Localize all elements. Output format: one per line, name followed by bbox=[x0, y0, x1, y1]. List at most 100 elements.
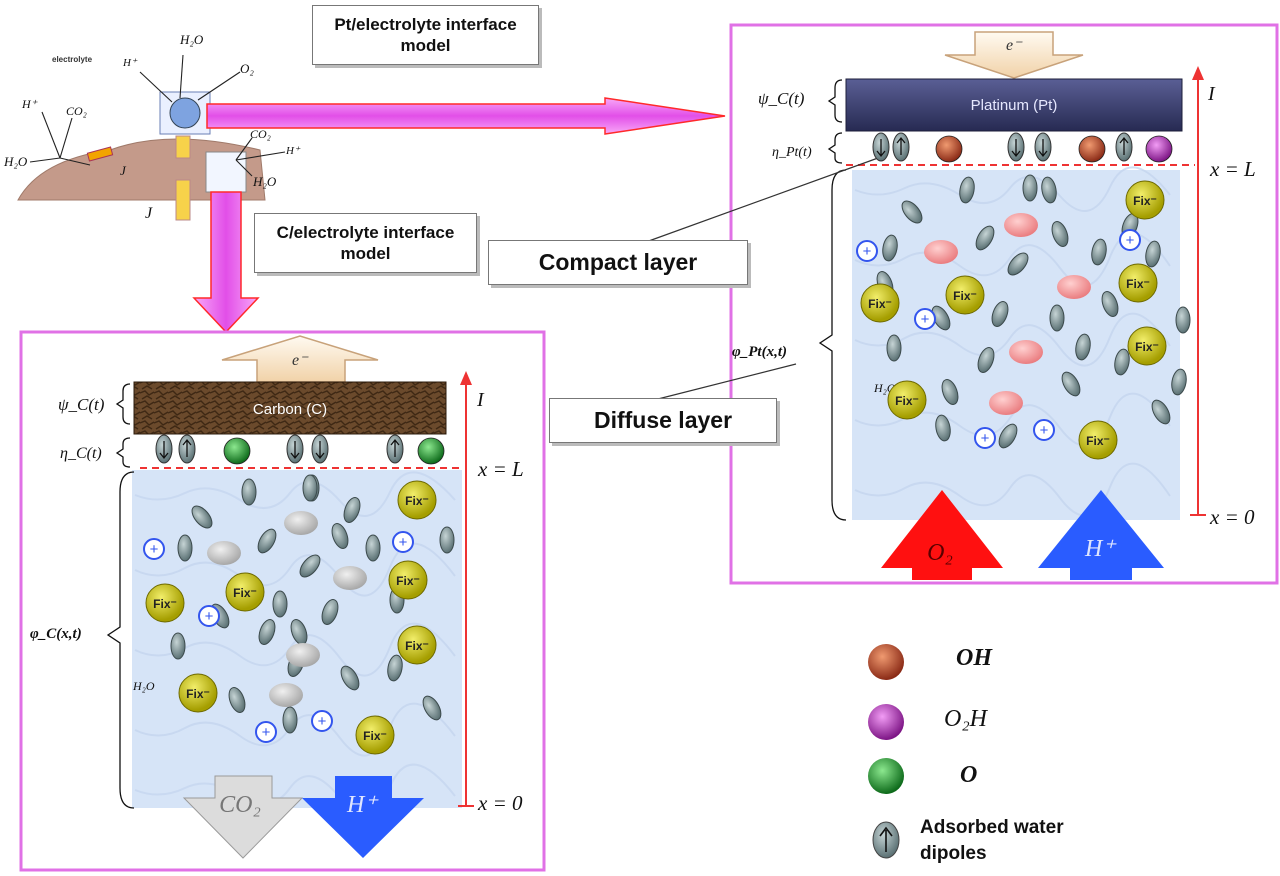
pt-water-dipole bbox=[1101, 291, 1119, 317]
pt-eta-label: η_Pt(t) bbox=[772, 145, 812, 160]
c-fixed-charge-label: Fix⁻ bbox=[233, 586, 257, 600]
pt-fixed-charge-label: Fix⁻ bbox=[1126, 277, 1150, 291]
c-water-dipole bbox=[331, 523, 349, 549]
mini-hplus-right: H⁺ bbox=[285, 145, 301, 157]
c-water-dipole bbox=[365, 534, 381, 562]
c-adsorbed-o bbox=[223, 437, 251, 465]
pt-psi-label: ψ_C(t) bbox=[758, 89, 805, 108]
mini-co2-right: CO₂ bbox=[250, 127, 271, 141]
c-eta-label: η_C(t) bbox=[60, 445, 102, 462]
pt-proton bbox=[856, 240, 878, 262]
pt-o2-molecule bbox=[1009, 340, 1043, 364]
c-electron-label: e⁻ bbox=[292, 352, 309, 369]
pt-o2-molecule bbox=[1057, 275, 1091, 299]
mini-schematic: electrolyte H₂O H⁺ O₂ H⁺ CO₂ H₂O J CO₂ H… bbox=[3, 32, 301, 222]
c-co2-molecule bbox=[284, 511, 318, 535]
pt-fixed-charge-label: Fix⁻ bbox=[895, 394, 919, 408]
compact-layer-box: Compact layer bbox=[488, 240, 748, 285]
pt-water-dipole bbox=[886, 334, 902, 362]
pt-water-dipole bbox=[1145, 240, 1161, 268]
c-water-dipole bbox=[228, 687, 246, 713]
c-electron-arrow bbox=[221, 335, 379, 383]
pt-proton-label: + bbox=[863, 243, 872, 260]
c-electrode-label: Carbon (C) bbox=[253, 401, 327, 418]
pt-fixed-charge-label: Fix⁻ bbox=[1086, 434, 1110, 448]
c-fixed-charge bbox=[225, 572, 265, 612]
pt-fixed-charge bbox=[860, 283, 900, 323]
c-water-dipole bbox=[258, 619, 276, 645]
pt-fixed-charge-label: Fix⁻ bbox=[1135, 340, 1159, 354]
pt-water-dipole bbox=[975, 225, 995, 251]
pt-model-title: Pt/electrolyte interface model bbox=[334, 15, 517, 55]
c-x-top-label: x = L bbox=[477, 457, 524, 481]
c-fixed-charge bbox=[145, 583, 185, 623]
pt-o2-molecule bbox=[1004, 213, 1038, 237]
c-phi-label: φ_C(x,t) bbox=[30, 626, 82, 642]
pt-fixed-charge bbox=[945, 275, 985, 315]
pt-water-dipole bbox=[901, 200, 923, 224]
pt-fixed-charge-label: Fix⁻ bbox=[868, 297, 892, 311]
c-proton bbox=[143, 538, 165, 560]
pt-panel: e⁻ Platinum (Pt) ψ_C(t) η_Pt(t) φ_Pt(x,t… bbox=[645, 23, 1279, 585]
pt-compact-pointer bbox=[645, 157, 879, 243]
pt-water-dipole bbox=[882, 234, 898, 262]
pt-water-dipole bbox=[1049, 304, 1065, 332]
pt-proton bbox=[1033, 419, 1055, 441]
pt-water-dipole bbox=[1061, 371, 1081, 397]
c-fixed-charge bbox=[397, 480, 437, 520]
c-water-dipole bbox=[272, 590, 288, 618]
c-co2-outflow-label: CO₂ bbox=[219, 792, 261, 818]
mini-hplus-top: H⁺ bbox=[122, 57, 138, 69]
pt-water-dipole bbox=[1175, 306, 1191, 334]
legend-oh-icon bbox=[868, 644, 904, 680]
c-proton-label: + bbox=[262, 724, 271, 741]
c-fixed-charge-label: Fix⁻ bbox=[363, 729, 387, 743]
c-h-outflow-label: H⁺ bbox=[346, 792, 379, 818]
pt-fixed-charge bbox=[1118, 263, 1158, 303]
pt-fixed-charge bbox=[1127, 326, 1167, 366]
mini-ion-path bbox=[86, 146, 114, 162]
legend-o-label: O bbox=[960, 762, 978, 788]
c-water-dipole bbox=[241, 478, 257, 506]
pt-water-dipole bbox=[1171, 368, 1187, 396]
pt-o2-molecule bbox=[989, 391, 1023, 415]
pt-particles: Fix⁻Fix⁻Fix⁻Fix⁻Fix⁻Fix⁻Fix⁻+++++ bbox=[856, 132, 1191, 460]
pt-water-dipole bbox=[1114, 348, 1130, 376]
c-water-dipole bbox=[257, 528, 277, 554]
c-water-dipole bbox=[302, 474, 318, 502]
c-fixed-charge-label: Fix⁻ bbox=[405, 494, 429, 508]
pt-proton-label: + bbox=[921, 311, 930, 328]
pt-h-inflow-arrow bbox=[1038, 490, 1164, 580]
pt-water-dipole bbox=[1041, 176, 1057, 204]
c-fixed-charge-label: Fix⁻ bbox=[405, 639, 429, 653]
c-co2-molecule bbox=[269, 683, 303, 707]
c-fixed-charge bbox=[388, 560, 428, 600]
c-fixed-charge bbox=[178, 673, 218, 713]
mini-hplus-left: H⁺ bbox=[21, 97, 39, 111]
legend-dipole-label: Adsorbed water dipoles bbox=[920, 817, 1064, 864]
pt-proton-label: + bbox=[1126, 232, 1135, 249]
pt-phi-label: φ_Pt(x,t) bbox=[732, 344, 787, 360]
pt-fixed-charge bbox=[1078, 420, 1118, 460]
c-fixed-charge-label: Fix⁻ bbox=[186, 687, 210, 701]
c-water-dipole bbox=[299, 554, 321, 578]
pt-o2-inflow-label: O₂ bbox=[927, 540, 953, 566]
c-proton-label: + bbox=[318, 713, 327, 730]
pt-proton-label: + bbox=[1040, 422, 1049, 439]
pt-water-dipole bbox=[941, 379, 959, 405]
pt-water-dipole bbox=[998, 423, 1018, 449]
c-water-dipole bbox=[439, 526, 455, 554]
c-water-dipole bbox=[340, 665, 360, 691]
c-fixed-charge bbox=[397, 625, 437, 665]
c-co2-molecule bbox=[286, 643, 320, 667]
legend-o2h-icon bbox=[868, 704, 904, 740]
mini-o2-top: O₂ bbox=[240, 61, 254, 76]
mini-flux-arrow-up bbox=[175, 135, 191, 159]
pt-fixed-charge bbox=[1125, 180, 1165, 220]
mini-flux-arrow-mol bbox=[175, 179, 191, 221]
pt-electrode-label: Platinum (Pt) bbox=[971, 97, 1058, 114]
pt-proton-label: + bbox=[981, 430, 990, 447]
c-model-title: C/electrolyte interface model bbox=[276, 223, 455, 263]
pt-electron-label: e⁻ bbox=[1006, 37, 1023, 54]
c-proton bbox=[255, 721, 277, 743]
